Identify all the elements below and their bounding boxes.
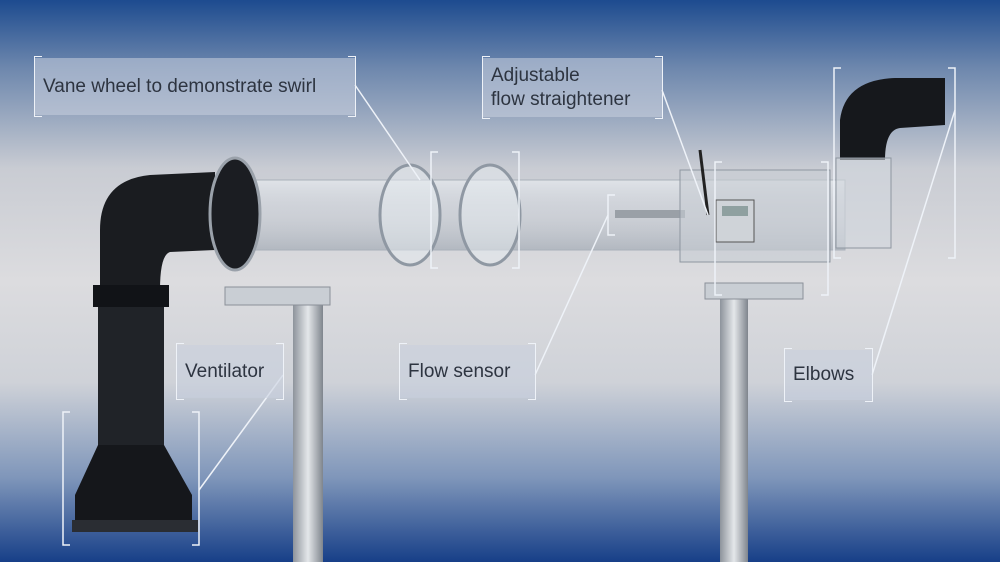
label-elbows: Elbows [784, 348, 873, 402]
label-flow-straightener: Adjustable flow straightener [482, 56, 663, 119]
label-flow-straightener-line1: Adjustable [491, 64, 580, 86]
flow-straightener [679, 169, 831, 263]
ventilator-elbow [100, 172, 215, 300]
support-pole-left [293, 300, 323, 562]
label-flow-sensor: Flow sensor [399, 343, 536, 400]
flow-sensor-probe [615, 210, 685, 218]
label-elbows-text: Elbows [793, 364, 855, 385]
label-vane-wheel: Vane wheel to demonstrate swirl [34, 56, 356, 117]
label-flow-sensor-text: Flow sensor [408, 360, 511, 382]
ventilator-housing [75, 445, 192, 525]
label-flow-straightener-line2: flow straightener [491, 88, 631, 110]
support-pole-right [720, 295, 748, 562]
callout-brackets [62, 67, 956, 546]
label-ventilator: Ventilator [176, 343, 284, 400]
vane-wheel-2 [458, 163, 522, 267]
outlet-elbow [840, 78, 945, 160]
label-ventilator-text: Ventilator [185, 360, 265, 382]
label-vane-wheel-text: Vane wheel to demonstrate swirl [43, 75, 317, 97]
